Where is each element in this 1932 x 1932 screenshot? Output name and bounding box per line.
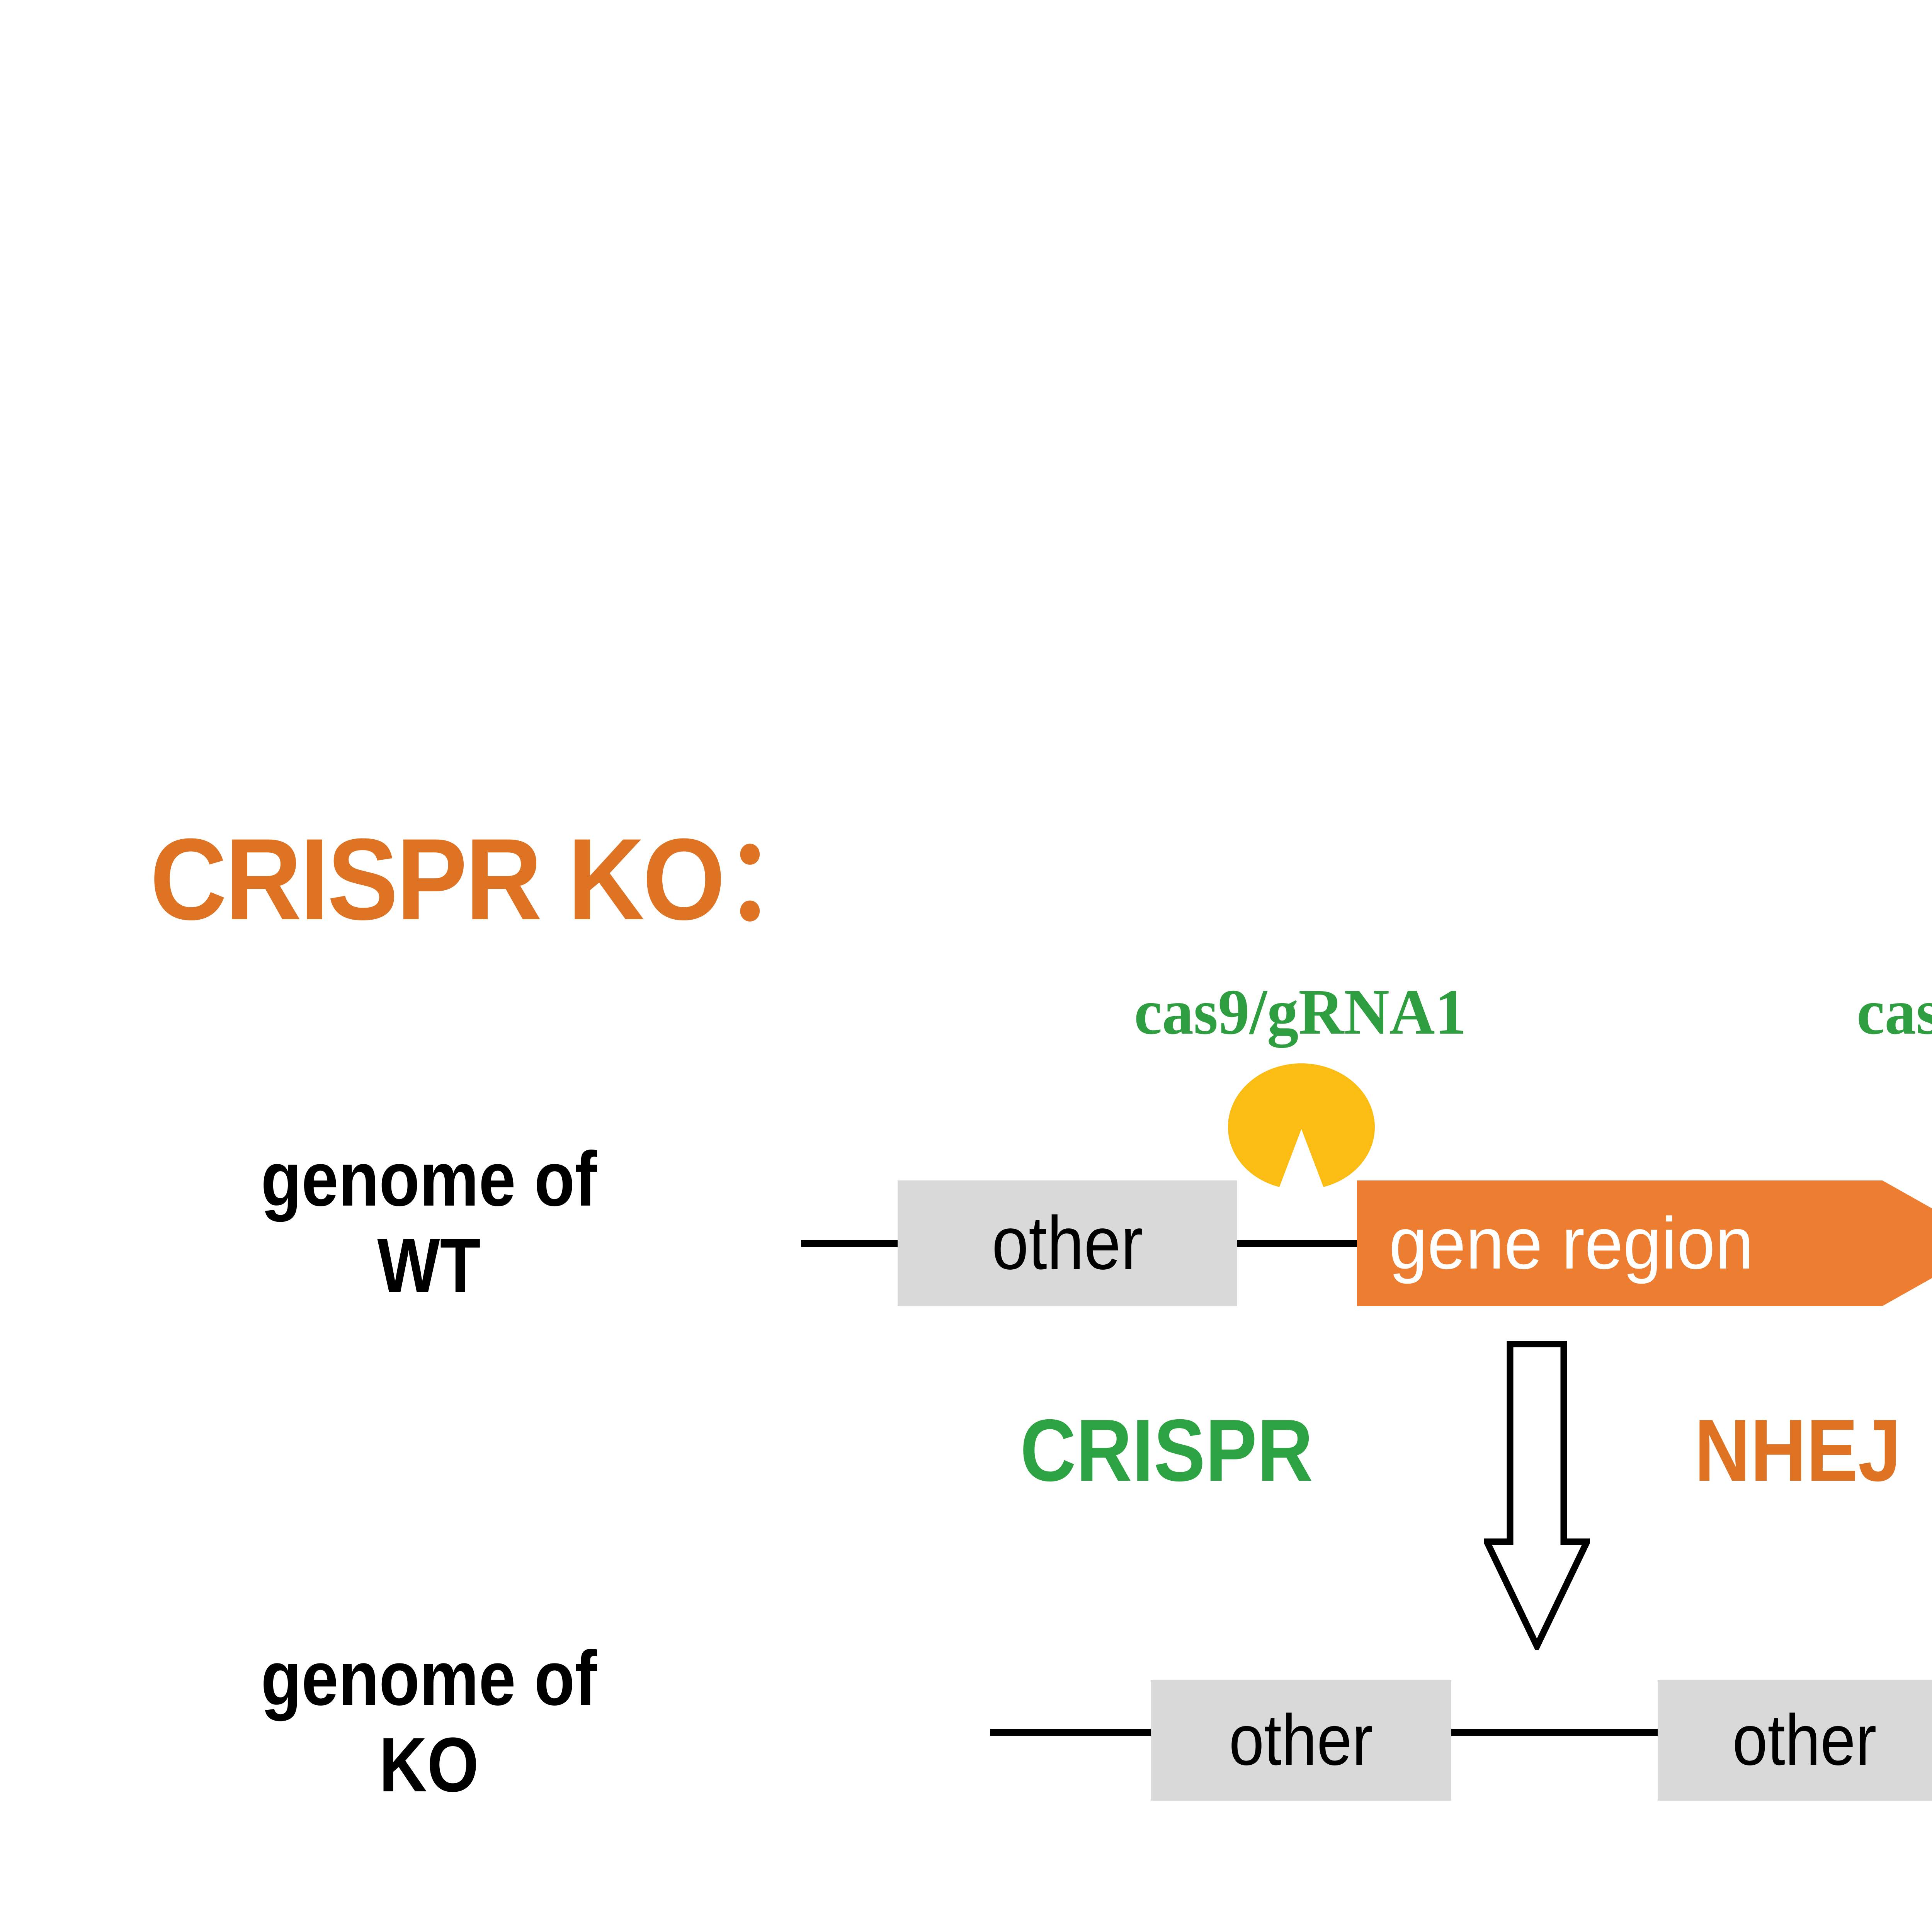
- segment-label: other: [1229, 1700, 1373, 1780]
- genome-wt-label-line1: genome of: [261, 1136, 597, 1222]
- segment-other-ko-left: other: [1151, 1680, 1451, 1801]
- segment-other-ko-right: other: [1658, 1680, 1932, 1801]
- cas9-grna2-label: cas9/gRNA2: [1857, 976, 1932, 1048]
- segment-gene-region: gene region: [1357, 1180, 1932, 1306]
- cas9-grna1-label: cas9/gRNA1: [1134, 976, 1466, 1048]
- down-arrow-icon: [1484, 1341, 1590, 1650]
- process-label-crispr: CRISPR: [1020, 1401, 1313, 1500]
- segment-label: other: [992, 1201, 1143, 1285]
- segment-label: gene region: [1389, 1202, 1754, 1284]
- segment-other-wt-left: other: [898, 1180, 1237, 1306]
- genome-wt-label: genome of WT: [170, 1136, 688, 1309]
- genome-ko-label-line2: KO: [379, 1722, 479, 1808]
- page-title: CRISPR KO：: [150, 814, 830, 944]
- dna-line-ko-left: [990, 1729, 1152, 1736]
- scissors-icon: [1228, 1063, 1375, 1187]
- genome-ko-label-line1: genome of: [261, 1635, 597, 1721]
- dna-line-wt-mid1: [1235, 1240, 1359, 1247]
- process-label-nhej: NHEJ: [1694, 1401, 1901, 1500]
- genome-wt-label-line2: WT: [377, 1223, 481, 1309]
- genome-ko-label: genome of KO: [170, 1635, 688, 1808]
- dna-line-ko-mid: [1449, 1729, 1660, 1736]
- segment-label: other: [1732, 1700, 1877, 1780]
- dna-line-wt-left: [801, 1240, 900, 1247]
